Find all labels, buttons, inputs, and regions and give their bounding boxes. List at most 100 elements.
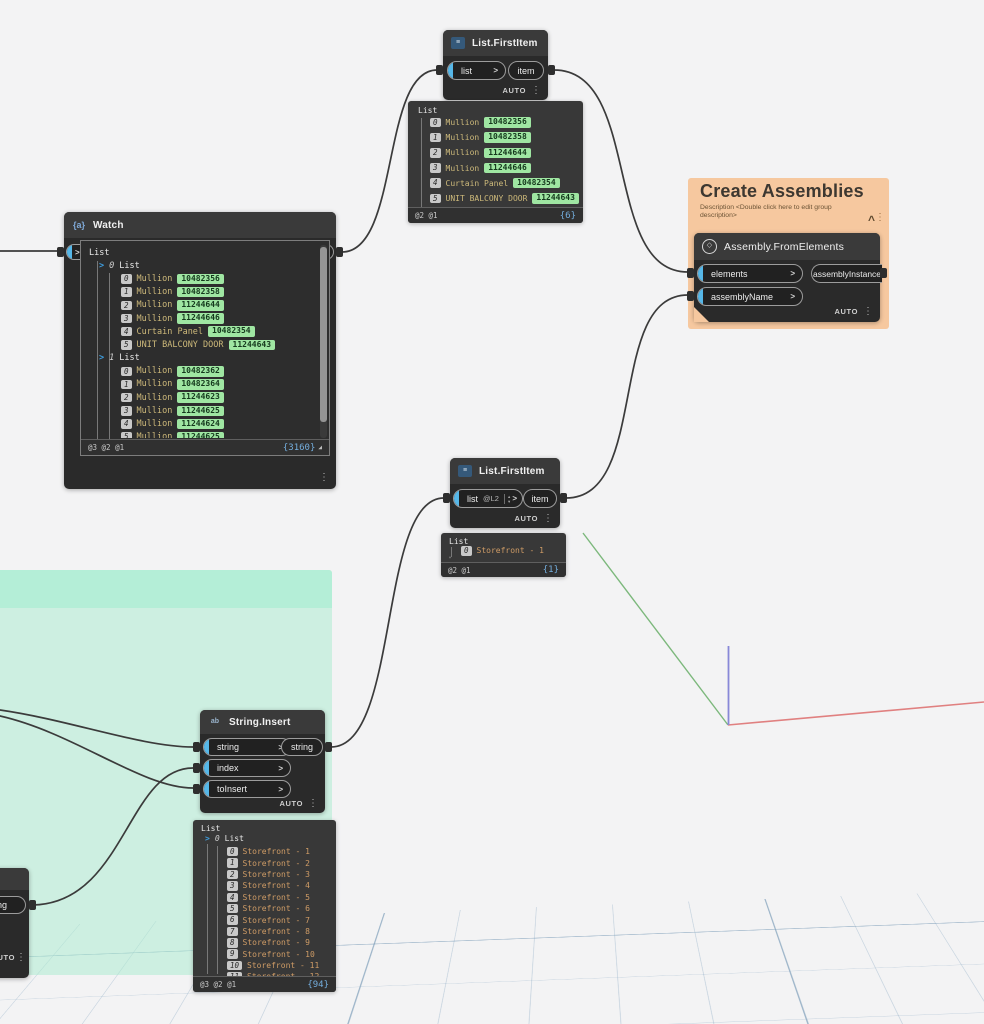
list-group-row[interactable]: >0List bbox=[205, 834, 244, 843]
default-value-icon[interactable]: > bbox=[278, 785, 283, 794]
port-input-list[interactable]: list @L2 ▴▾ > bbox=[453, 489, 523, 508]
default-value-icon[interactable]: > bbox=[790, 269, 795, 278]
node-menu-icon[interactable]: ⋮ bbox=[543, 514, 553, 524]
list-item: 5UNIT BALCONY DOOR11244643 bbox=[89, 338, 324, 351]
node-string-insert[interactable]: ab String.Insert string > index > toInse… bbox=[200, 710, 325, 813]
port-input-elements[interactable]: elements > bbox=[697, 264, 803, 283]
node-assembly-fromelements[interactable]: ◇ Assembly.FromElements elements > assem… bbox=[694, 233, 880, 322]
list-item: 4Curtain Panel10482354 bbox=[89, 325, 324, 338]
node-header[interactable]: ab String.Insert bbox=[200, 710, 325, 734]
list-item: 2Storefront - 3 bbox=[227, 869, 332, 880]
default-value-icon[interactable]: > bbox=[278, 764, 283, 773]
tree-guide: ▾ bbox=[451, 547, 452, 557]
preview-bubble-3: List >0List 0Storefront - 1 1Storefront … bbox=[193, 820, 336, 992]
string-insert-icon: ab bbox=[208, 716, 222, 728]
use-levels-label[interactable]: @L2 bbox=[483, 494, 499, 503]
node-list-firstitem-2[interactable]: ≡ List.FirstItem list @L2 ▴▾ > item AUTO… bbox=[450, 458, 560, 528]
list-item: 0Mullion10482356 bbox=[430, 117, 579, 128]
list-group-row[interactable]: >0List bbox=[89, 259, 324, 272]
port-output-item[interactable]: item bbox=[523, 489, 557, 508]
default-value-icon[interactable]: > bbox=[790, 292, 795, 301]
port-input-assemblyname[interactable]: assemblyName > bbox=[697, 287, 803, 306]
preview-footer: @2 @1 {1} bbox=[441, 562, 566, 577]
node-watch[interactable]: {a} Watch > > List >0List 0Mullion104823… bbox=[64, 212, 336, 489]
node-menu-icon[interactable]: ⋮ bbox=[531, 86, 541, 96]
group-title[interactable]: Create Assemblies bbox=[700, 181, 864, 202]
output-port-stub[interactable] bbox=[325, 742, 332, 752]
output-port-stub[interactable] bbox=[29, 900, 36, 910]
resize-grip-icon[interactable]: ◢ bbox=[318, 444, 322, 451]
list-item: 8Storefront - 9 bbox=[227, 937, 332, 948]
input-port-stub[interactable] bbox=[193, 763, 200, 773]
node-title: List.FirstItem bbox=[479, 466, 545, 477]
list-item: 4Curtain Panel10482354 bbox=[430, 178, 579, 189]
node-header[interactable]: ≡ List.FirstItem bbox=[450, 458, 560, 484]
watch-footer: @3 @2 @1 {3160} ◢ bbox=[81, 439, 329, 455]
lacing-label: AUTO bbox=[0, 953, 15, 962]
input-port-stub[interactable] bbox=[687, 268, 694, 278]
default-value-icon[interactable]: > bbox=[512, 494, 517, 503]
group-description[interactable]: Description <Double click here to edit g… bbox=[700, 204, 860, 220]
preview-bubble-2: List ▾ 0Storefront - 1 @2 @1 {1} bbox=[441, 533, 566, 577]
item-count: {6} bbox=[560, 211, 576, 221]
group-mint-header[interactable] bbox=[0, 570, 332, 608]
list-item: 3Mullion11244646 bbox=[89, 312, 324, 325]
node-header[interactable]: {a} Watch bbox=[64, 212, 336, 238]
port-input-list[interactable]: list > bbox=[447, 61, 506, 80]
node-header[interactable]: ≡ List.FirstItem bbox=[443, 30, 548, 56]
input-port-stub[interactable] bbox=[687, 291, 694, 301]
list-item: 7Storefront - 8 bbox=[227, 926, 332, 937]
list-item: 1Mullion10482358 bbox=[430, 132, 579, 143]
list-group-row[interactable]: >1List bbox=[89, 352, 324, 365]
node-header[interactable] bbox=[0, 868, 29, 890]
input-port-stub[interactable] bbox=[443, 493, 450, 503]
node-partial-string[interactable]: string AUTO ⋮ bbox=[0, 868, 29, 978]
input-port-stub[interactable] bbox=[436, 65, 443, 75]
lacing-label: AUTO bbox=[834, 307, 858, 316]
output-port-stub[interactable] bbox=[880, 268, 887, 278]
port-output-assemblyinstance[interactable]: assemblyInstance bbox=[811, 264, 882, 283]
port-output-item[interactable]: item bbox=[508, 61, 544, 80]
expander-icon: > bbox=[205, 834, 210, 843]
list-item: 10Storefront - 11 bbox=[227, 960, 332, 971]
node-title: List.FirstItem bbox=[472, 38, 538, 49]
group-menu-icon[interactable]: ⋮ bbox=[875, 213, 885, 223]
levels-label: @3 @2 @1 bbox=[88, 443, 124, 452]
wire[interactable] bbox=[331, 498, 444, 747]
collapse-chevron-icon[interactable]: ^ bbox=[868, 214, 875, 226]
port-output-string[interactable]: string bbox=[0, 896, 26, 914]
scrollbar-thumb[interactable] bbox=[320, 247, 327, 422]
list-item: 2Mullion11244644 bbox=[89, 299, 324, 312]
lacing-label: AUTO bbox=[502, 86, 526, 95]
input-port-stub[interactable] bbox=[193, 784, 200, 794]
preview-footer: @2 @1 {6} bbox=[408, 207, 583, 223]
output-port-stub[interactable] bbox=[560, 493, 567, 503]
node-header[interactable]: ◇ Assembly.FromElements bbox=[694, 233, 880, 260]
output-port-stub[interactable] bbox=[548, 65, 555, 75]
node-menu-icon[interactable]: ⋮ bbox=[319, 473, 329, 483]
port-input-index[interactable]: index > bbox=[203, 759, 291, 777]
default-value-icon[interactable]: > bbox=[493, 66, 498, 75]
input-port-stub[interactable] bbox=[57, 247, 64, 257]
node-menu-icon[interactable]: ⋮ bbox=[16, 953, 26, 963]
node-menu-icon[interactable]: ⋮ bbox=[863, 307, 873, 317]
level-stepper[interactable]: ▴▾ bbox=[504, 494, 510, 504]
list-item: 0Mullion10482356 bbox=[89, 272, 324, 285]
list-item: 5Storefront - 6 bbox=[227, 903, 332, 914]
port-output-string[interactable]: string bbox=[281, 738, 323, 756]
list-item: 3Mullion11244625 bbox=[89, 404, 324, 417]
node-menu-icon[interactable]: ⋮ bbox=[308, 799, 318, 809]
lacing-label: AUTO bbox=[514, 514, 538, 523]
list-item: 0Storefront - 1 bbox=[461, 546, 544, 556]
input-port-stub[interactable] bbox=[193, 742, 200, 752]
x-axis-line bbox=[728, 702, 984, 725]
port-input-string[interactable]: string > bbox=[203, 738, 291, 756]
port-input-toinsert[interactable]: toInsert > bbox=[203, 780, 291, 798]
wire[interactable] bbox=[566, 295, 688, 498]
scrollbar[interactable] bbox=[320, 245, 327, 438]
stepper-down-icon: ▾ bbox=[508, 499, 510, 504]
node-list-firstitem-1[interactable]: ≡ List.FirstItem list > item AUTO ⋮ bbox=[443, 30, 548, 100]
list-item: 1Storefront - 2 bbox=[227, 857, 332, 868]
output-port-stub[interactable] bbox=[336, 247, 343, 257]
item-count: {94} bbox=[307, 980, 329, 990]
